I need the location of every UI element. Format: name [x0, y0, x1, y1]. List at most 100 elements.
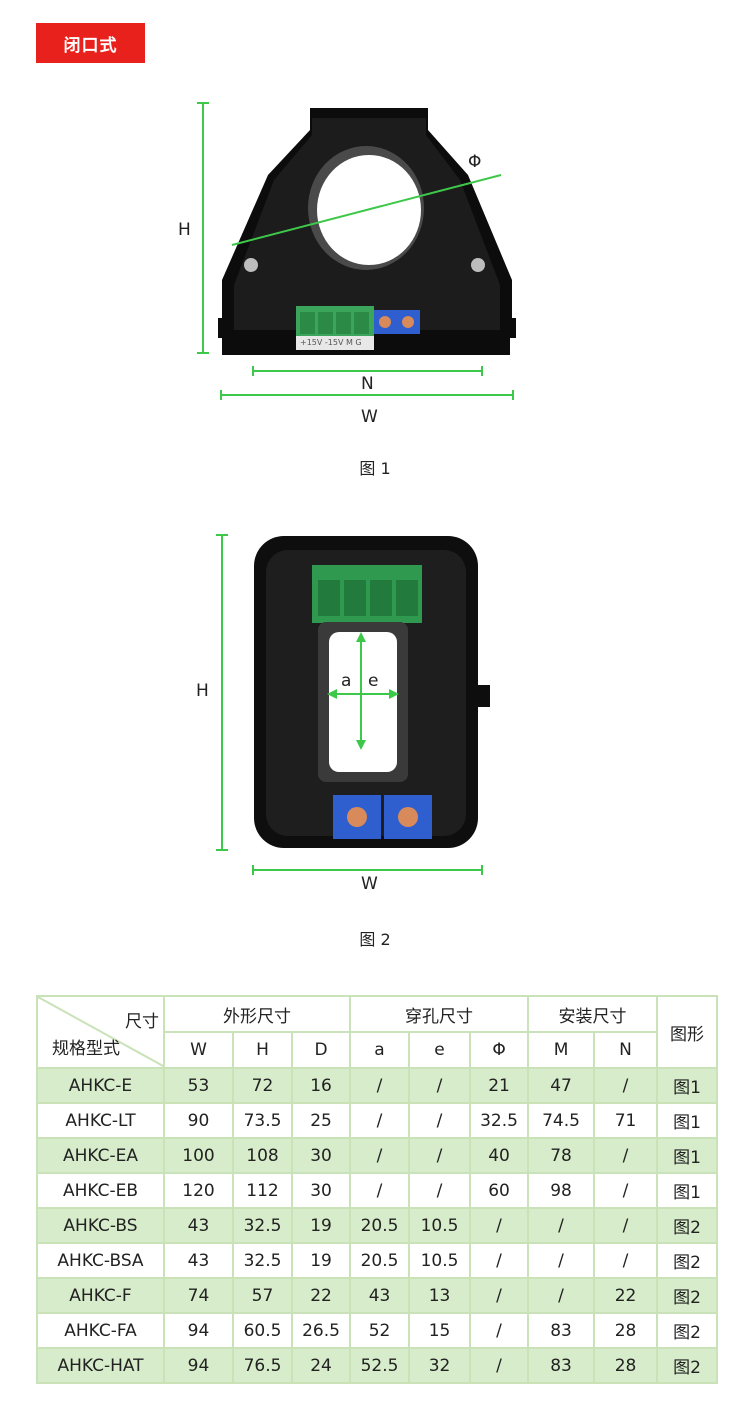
value-cell: / — [349, 1137, 411, 1174]
value-cell: / — [469, 1207, 530, 1244]
value-cell: 30 — [290, 1172, 352, 1209]
value-cell: 57 — [232, 1277, 293, 1314]
value-cell: / — [349, 1102, 411, 1139]
value-cell: / — [593, 1067, 659, 1104]
value-cell: 28 — [593, 1347, 659, 1384]
value-cell: 90 — [163, 1102, 234, 1139]
value-cell: / — [593, 1172, 659, 1209]
figure-ref-cell: 图1 — [656, 1102, 719, 1139]
group-header-hole: 穿孔尺寸 — [349, 995, 530, 1033]
figure-2-drawing — [216, 534, 490, 875]
sub-header: H — [232, 1031, 293, 1069]
value-cell: / — [469, 1242, 530, 1279]
fig2-label-w: W — [361, 874, 378, 894]
value-cell: 16 — [290, 1067, 352, 1104]
value-cell: 78 — [527, 1137, 596, 1174]
value-cell: 24 — [290, 1347, 352, 1384]
fig1-label-phi: Φ — [468, 152, 482, 172]
value-cell: / — [349, 1067, 411, 1104]
model-cell: AHKC-HAT — [36, 1347, 165, 1384]
fig2-label-h: H — [196, 681, 209, 701]
figure-ref-cell: 图2 — [656, 1312, 719, 1349]
fig1-label-n: N — [361, 374, 374, 394]
value-cell: 73.5 — [232, 1102, 293, 1139]
value-cell: / — [469, 1312, 530, 1349]
corner-bottom-label: 规格型式 — [52, 1039, 120, 1059]
model-cell: AHKC-F — [36, 1277, 165, 1314]
fig1-terminal-text: +15V -15V M G — [300, 338, 362, 347]
value-cell: 32.5 — [469, 1102, 530, 1139]
value-cell: 30 — [290, 1137, 352, 1174]
value-cell: / — [408, 1172, 472, 1209]
figure-2-caption: 图 2 — [359, 930, 391, 949]
value-cell: 20.5 — [349, 1207, 411, 1244]
value-cell: 76.5 — [232, 1347, 293, 1384]
sub-header: N — [593, 1031, 659, 1069]
value-cell: / — [527, 1277, 596, 1314]
group-header-mount: 安装尺寸 — [527, 995, 659, 1033]
figure-ref-cell: 图1 — [656, 1137, 719, 1174]
value-cell: 22 — [290, 1277, 352, 1314]
value-cell: 83 — [527, 1312, 596, 1349]
value-cell: 47 — [527, 1067, 596, 1104]
value-cell: / — [469, 1277, 530, 1314]
figure-ref-cell: 图2 — [656, 1277, 719, 1314]
value-cell: 22 — [593, 1277, 659, 1314]
sub-header: a — [349, 1031, 411, 1069]
value-cell: 100 — [163, 1137, 234, 1174]
value-cell: 52.5 — [349, 1347, 411, 1384]
value-cell: 32 — [408, 1347, 472, 1384]
value-cell: 15 — [408, 1312, 472, 1349]
table-header-row-2: W H D a e Φ M N — [37, 1031, 717, 1069]
value-cell: 71 — [593, 1102, 659, 1139]
figure-ref-cell: 图1 — [656, 1067, 719, 1104]
model-cell: AHKC-E — [36, 1067, 165, 1104]
value-cell: 26.5 — [290, 1312, 352, 1349]
value-cell: 40 — [469, 1137, 530, 1174]
value-cell: 10.5 — [408, 1242, 472, 1279]
figure-ref-cell: 图2 — [656, 1242, 719, 1279]
value-cell: / — [593, 1207, 659, 1244]
value-cell: 52 — [349, 1312, 411, 1349]
fig2-label-e: e — [368, 671, 379, 691]
value-cell: 21 — [469, 1067, 530, 1104]
figure-1-drawing — [197, 102, 516, 400]
value-cell: 72 — [232, 1067, 293, 1104]
value-cell: 19 — [290, 1242, 352, 1279]
value-cell: 74 — [163, 1277, 234, 1314]
spec-table: 尺寸 规格型式 外形尺寸 穿孔尺寸 安装尺寸 图形 W H D a e Φ M … — [36, 995, 719, 1384]
fig1-label-w: W — [361, 407, 378, 427]
value-cell: 112 — [232, 1172, 293, 1209]
value-cell: 28 — [593, 1312, 659, 1349]
model-cell: AHKC-EA — [36, 1137, 165, 1174]
value-cell: 83 — [527, 1347, 596, 1384]
value-cell: / — [527, 1242, 596, 1279]
model-cell: AHKC-BS — [36, 1207, 165, 1244]
value-cell: 60 — [469, 1172, 530, 1209]
sub-header: e — [408, 1031, 472, 1069]
figure-ref-cell: 图1 — [656, 1172, 719, 1209]
figure-ref-cell: 图2 — [656, 1207, 719, 1244]
spec-table-container: 尺寸 规格型式 外形尺寸 穿孔尺寸 安装尺寸 图形 W H D a e Φ M … — [36, 995, 719, 1384]
value-cell: 13 — [408, 1277, 472, 1314]
value-cell: 60.5 — [232, 1312, 293, 1349]
value-cell: 19 — [290, 1207, 352, 1244]
value-cell: 120 — [163, 1172, 234, 1209]
model-cell: AHKC-EB — [36, 1172, 165, 1209]
value-cell: 10.5 — [408, 1207, 472, 1244]
value-cell: 32.5 — [232, 1242, 293, 1279]
corner-diagonal — [38, 997, 165, 1067]
fig2-label-a: a — [341, 671, 352, 691]
value-cell: / — [469, 1347, 530, 1384]
value-cell: 94 — [163, 1312, 234, 1349]
fig1-label-h: H — [178, 220, 191, 240]
type-tag: 闭口式 — [36, 23, 145, 63]
